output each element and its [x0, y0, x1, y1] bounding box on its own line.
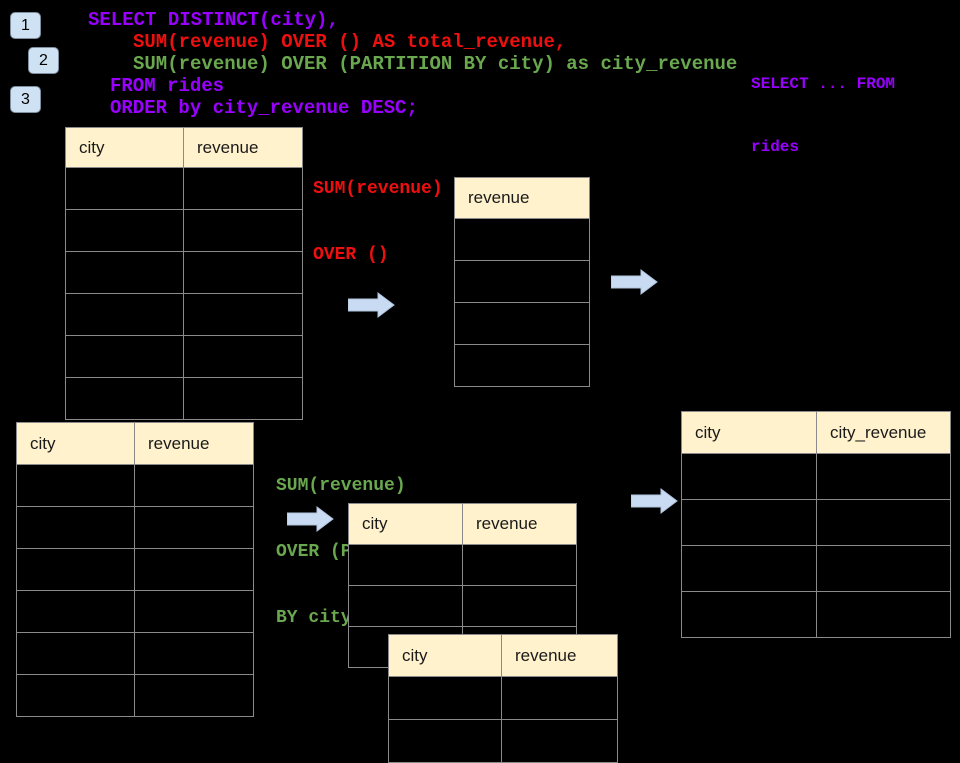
table-row	[17, 591, 253, 633]
table-header-row: city revenue	[389, 635, 617, 677]
table-row	[66, 336, 302, 378]
side-note-line-2: rides	[751, 138, 800, 156]
table-row	[66, 294, 302, 336]
table-header-row: revenue	[455, 178, 589, 219]
step-badge-3: 3	[10, 86, 41, 113]
table-row	[682, 592, 950, 637]
sql-line-total-revenue: SUM(revenue) OVER () AS total_revenue,	[133, 31, 567, 53]
table-row	[682, 500, 950, 546]
right-arrow-icon	[611, 269, 658, 295]
step-badge-2-label: 2	[39, 51, 48, 69]
table-row	[17, 507, 253, 549]
table-row	[17, 633, 253, 675]
column-header-city: city	[349, 504, 463, 544]
table-row	[682, 546, 950, 592]
partition-table-overlap: city revenue	[388, 634, 618, 763]
table-row	[455, 345, 589, 386]
table-header-row: city revenue	[66, 128, 302, 168]
table-row	[349, 586, 576, 627]
column-header-revenue: revenue	[468, 188, 530, 207]
right-arrow-icon	[348, 292, 395, 318]
column-header-city: city	[66, 128, 184, 167]
step-badge-1-label: 1	[21, 16, 30, 34]
table-row	[682, 454, 950, 500]
column-header-revenue: revenue	[197, 137, 259, 157]
column-header-revenue: revenue	[148, 433, 210, 453]
annotation-total-line-2: OVER ()	[313, 245, 389, 265]
side-note-select-from-rides: SELECT ... FROM rides	[751, 32, 895, 179]
slide-canvas: { "palette": { "background": "#000000", …	[10, 9, 951, 763]
table-row	[349, 545, 576, 586]
table-row	[455, 303, 589, 345]
right-arrow-icon	[287, 506, 334, 532]
source-table-top: city revenue	[65, 127, 303, 420]
table-row	[17, 549, 253, 591]
table-row	[66, 168, 302, 210]
table-row	[66, 210, 302, 252]
column-header-city: city	[682, 412, 817, 453]
source-table-bottom: city revenue	[16, 422, 254, 717]
column-header-city: city	[389, 635, 502, 676]
right-arrow-icon	[631, 488, 678, 514]
table-header-row: city revenue	[349, 504, 576, 545]
column-header-city: city	[17, 423, 135, 464]
table-row	[389, 720, 617, 762]
sql-line-select: SELECT DISTINCT(city),	[88, 9, 339, 31]
total-revenue-result-table: revenue	[454, 177, 590, 387]
column-header-revenue: revenue	[515, 645, 577, 665]
city-revenue-result-table: city city_revenue	[681, 411, 951, 638]
sql-line-city-revenue: SUM(revenue) OVER (PARTITION BY city) as…	[133, 53, 738, 75]
table-header-row: city city_revenue	[682, 412, 950, 454]
table-row	[389, 677, 617, 720]
step-badge-2: 2	[28, 47, 59, 74]
table-row	[455, 219, 589, 261]
sql-line-order-by: ORDER by city_revenue DESC;	[110, 97, 418, 119]
annotation-partition-line-1: SUM(revenue)	[276, 476, 406, 496]
table-row	[66, 378, 302, 419]
table-header-row: city revenue	[17, 423, 253, 465]
table-row	[66, 252, 302, 294]
annotation-total-revenue-fn: SUM(revenue) OVER ()	[313, 134, 443, 288]
sql-line-from: FROM rides	[110, 75, 225, 97]
side-note-line-1: SELECT ... FROM	[751, 75, 896, 93]
step-badge-1: 1	[10, 12, 41, 39]
step-badge-3-label: 3	[21, 90, 30, 108]
column-header-city-revenue: city_revenue	[830, 422, 927, 442]
column-header-revenue: revenue	[476, 514, 538, 533]
annotation-total-line-1: SUM(revenue)	[313, 179, 443, 199]
table-row	[17, 465, 253, 507]
table-row	[17, 675, 253, 716]
table-row	[455, 261, 589, 303]
